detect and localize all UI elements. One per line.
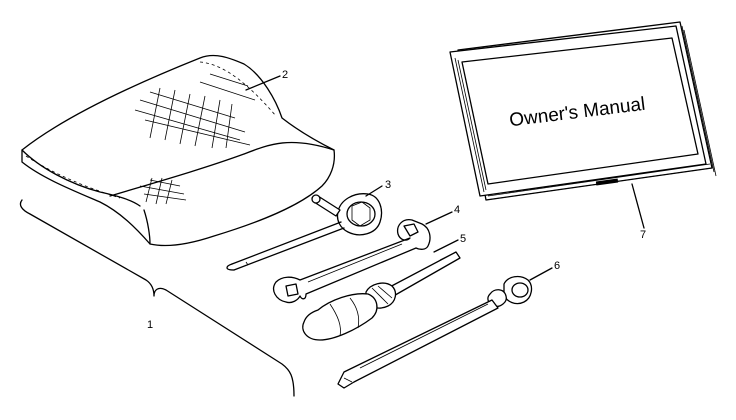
callout-4: 4 bbox=[454, 204, 460, 216]
wrench-icon bbox=[272, 219, 431, 304]
socket-wrench-icon bbox=[226, 193, 383, 271]
callout-1: 1 bbox=[147, 319, 153, 331]
tool-pouch-icon bbox=[21, 54, 336, 247]
callout-2: 2 bbox=[282, 69, 288, 81]
kit-bracket bbox=[19, 199, 295, 397]
extension-socket-icon bbox=[337, 275, 533, 389]
leader-lines bbox=[245, 75, 645, 281]
callout-6: 6 bbox=[554, 260, 560, 272]
callout-3: 3 bbox=[385, 179, 391, 191]
callout-5: 5 bbox=[460, 233, 466, 245]
book-icon bbox=[449, 21, 717, 201]
callout-7: 7 bbox=[640, 229, 646, 241]
screwdriver-icon bbox=[302, 251, 461, 341]
